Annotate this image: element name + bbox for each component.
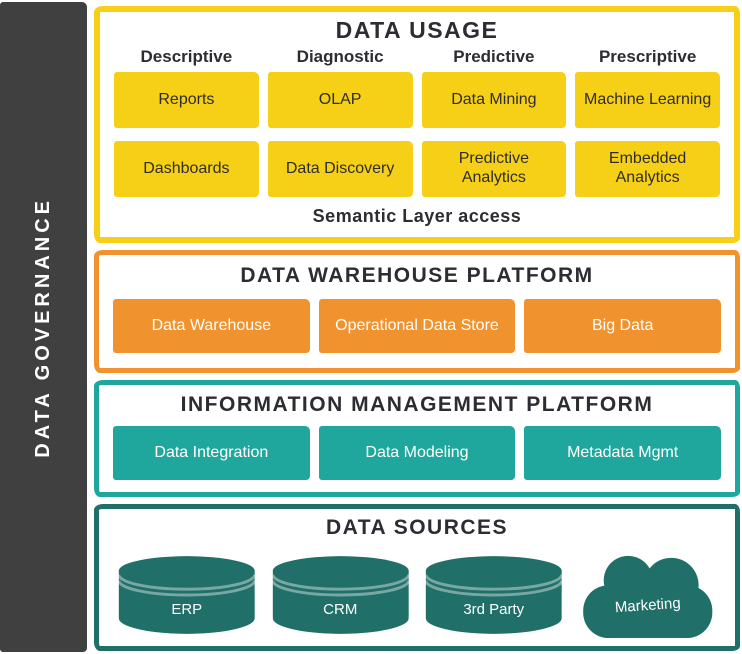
database-crm-label: CRM — [323, 601, 358, 619]
data-sources-title: DATA SOURCES — [325, 516, 509, 539]
data-warehouse-platform-title: DATA WAREHOUSE PLATFORM — [240, 264, 594, 287]
database-3rd-party-label: 3rd Party — [463, 601, 525, 619]
usage-row-2: Dashboards Data Discovery Predictive Ana… — [100, 141, 734, 197]
usage-box-predictive-analytics: Predictive Analytics — [421, 141, 567, 197]
data-governance-bar: DATA GOVERNANCE — [0, 2, 87, 652]
information-management-platform-title: INFORMATION MANAGEMENT PLATFORM — [180, 393, 654, 416]
column-header-predictive: Predictive — [453, 47, 535, 66]
management-box-data-integration: Data Integration — [113, 426, 310, 480]
warehouse-box-data-warehouse: Data Warehouse — [113, 299, 310, 353]
column-header-diagnostic: Diagnostic — [296, 47, 384, 66]
data-governance-label: DATA GOVERNANCE — [32, 196, 54, 458]
column-header-prescriptive: Prescriptive — [598, 47, 697, 66]
database-erp: ERP — [113, 550, 261, 640]
management-box-data-modeling: Data Modeling — [318, 426, 516, 480]
management-boxes: Data Integration Data Modeling Metadata … — [99, 426, 735, 480]
cloud-icon — [582, 555, 712, 639]
usage-box-machine-learning: Machine Learning — [575, 72, 720, 128]
usage-box-data-discovery: Data Discovery — [267, 141, 413, 197]
data-usage-title: DATA USAGE — [335, 17, 499, 43]
database-3rd-party: 3rd Party — [420, 550, 568, 640]
section-data-sources: DATA SOURCES ERP CRM — [94, 504, 740, 651]
cloud-marketing: Marketing — [574, 550, 722, 640]
data-source-shapes: ERP CRM 3rd Party — [99, 550, 735, 640]
usage-box-reports: Reports — [114, 72, 259, 128]
database-cylinder-icon — [270, 556, 410, 634]
usage-box-embedded-analytics: Embedded Analytics — [575, 141, 720, 197]
management-box-metadata-mgmt: Metadata Mgmt — [524, 426, 721, 480]
database-erp-label: ERP — [171, 601, 203, 619]
section-data-usage: DATA USAGE Descriptive Diagnostic Predic… — [94, 6, 740, 243]
warehouse-box-big-data: Big Data — [524, 299, 721, 353]
warehouse-box-operational-data-store: Operational Data Store — [318, 299, 516, 353]
database-cylinder-icon — [117, 556, 257, 634]
usage-column-headers: Descriptive Diagnostic Predictive Prescr… — [100, 47, 734, 67]
warehouse-boxes: Data Warehouse Operational Data Store Bi… — [99, 299, 735, 353]
column-header-descriptive: Descriptive — [140, 47, 233, 66]
usage-box-data-mining: Data Mining — [421, 72, 567, 128]
database-cylinder-icon — [424, 556, 564, 634]
usage-row-1: Reports OLAP Data Mining Machine Learnin… — [100, 72, 734, 128]
semantic-layer-access-label: Semantic Layer access — [312, 206, 522, 226]
section-information-management-platform: INFORMATION MANAGEMENT PLATFORM Data Int… — [94, 380, 740, 497]
database-crm: CRM — [267, 550, 415, 640]
section-data-warehouse-platform: DATA WAREHOUSE PLATFORM Data Warehouse O… — [94, 250, 740, 373]
usage-box-olap: OLAP — [267, 72, 413, 128]
usage-box-dashboards: Dashboards — [114, 141, 259, 197]
